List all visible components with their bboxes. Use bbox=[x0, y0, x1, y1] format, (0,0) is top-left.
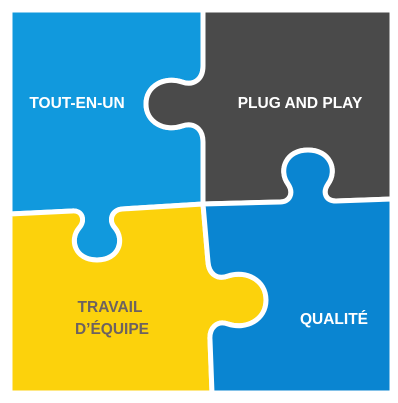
label-tout-en-un: TOUT-EN-UN bbox=[29, 95, 124, 112]
label-plug-and-play-line-1: PLUG AND PLAY bbox=[238, 95, 363, 112]
label-tout-en-un-line-1: TOUT-EN-UN bbox=[29, 95, 124, 112]
label-travail-line-2: D’ÉQUIPE bbox=[75, 321, 149, 338]
label-travail-line-1: TRAVAIL bbox=[78, 299, 143, 316]
label-plug-and-play: PLUG AND PLAY bbox=[238, 95, 363, 112]
frame bbox=[5, 5, 397, 398]
label-qualite: QUALITÉ bbox=[300, 311, 368, 328]
label-travail-d-equipe: TRAVAIL D’ÉQUIPE bbox=[75, 299, 149, 338]
label-qualite-line-1: QUALITÉ bbox=[300, 311, 368, 328]
